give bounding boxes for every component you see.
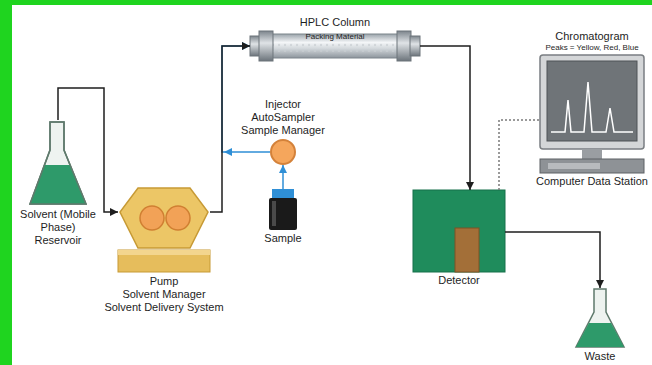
text-group: Solvent (Mobile Phase) Reservoir [18, 208, 98, 247]
flow-line [58, 88, 118, 212]
node-label: Peaks = Yellow, Red, Blue [545, 43, 638, 53]
hplc-column [250, 31, 420, 61]
node-label: Waste [585, 350, 616, 363]
detector-unit: Detector [413, 190, 505, 272]
node-label: Sample [264, 232, 301, 245]
frame [0, 0, 652, 5]
solvent-flask [30, 122, 86, 204]
text-group: ChromatogramPeaks = Yellow, Red, Blue [545, 30, 638, 53]
text-group: Computer Data Station [536, 175, 648, 188]
text-group: Packing Material [305, 32, 364, 42]
node-label: HPLC Column [300, 16, 370, 29]
injector-symbol [271, 140, 295, 164]
flow-line [505, 232, 600, 288]
signal-line [499, 120, 540, 190]
node-label: Detector [438, 274, 480, 287]
node-label: Solvent (Mobile Phase) Reservoir [18, 208, 98, 247]
computer-symbol [540, 55, 644, 173]
text-group: Detector [438, 274, 480, 287]
pump-symbol [118, 188, 210, 272]
computer-station: ChromatogramPeaks = Yellow, Red, BlueCom… [540, 55, 644, 173]
text-group: HPLC Column [300, 16, 370, 29]
text-group: PumpSolvent ManagerSolvent Delivery Syst… [104, 275, 223, 314]
text-group: Sample [264, 232, 301, 245]
sample-vial [269, 189, 297, 230]
node-label: AutoSampler [241, 111, 325, 124]
node-label: Sample Manager [241, 124, 325, 137]
text-group: Waste [585, 350, 616, 363]
sample-line [282, 165, 284, 189]
node-label: Computer Data Station [536, 175, 648, 188]
frame [0, 0, 12, 365]
node-label: Pump [104, 275, 223, 288]
sample-vial: Sample [269, 189, 297, 230]
column-tube: HPLC ColumnPacking Material [250, 31, 420, 61]
node-label: Chromatogram [545, 30, 638, 43]
waste-flask [576, 289, 624, 347]
inner-label: Packing Material [305, 32, 364, 42]
injection-line [222, 46, 270, 152]
waste-flask: Waste [576, 288, 624, 348]
pump-unit: PumpSolvent ManagerSolvent Delivery Syst… [118, 185, 210, 273]
node-label: Injector [241, 98, 325, 111]
detector-box [413, 190, 505, 272]
node-label: Solvent Delivery System [104, 301, 223, 314]
injector-circle: InjectorAutoSamplerSample Manager [270, 139, 296, 165]
reservoir-flask: Solvent (Mobile Phase) Reservoir [30, 120, 86, 206]
node-label: Solvent Manager [104, 288, 223, 301]
text-group: InjectorAutoSamplerSample Manager [241, 98, 325, 137]
flow-line [420, 46, 470, 190]
